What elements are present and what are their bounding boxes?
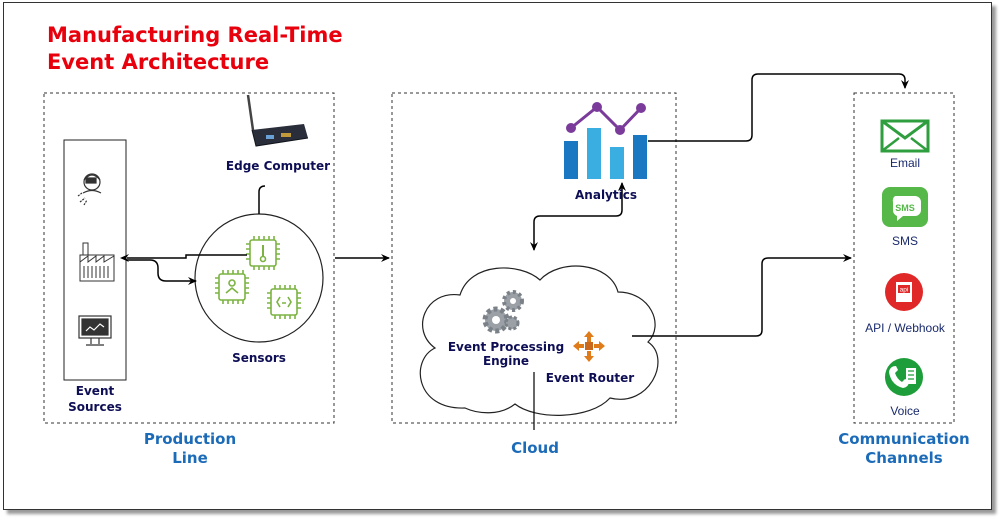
event-router-icon — [573, 331, 605, 362]
event-processing-engine-label-line2: Engine — [482, 354, 530, 368]
event-processing-engine-label: Event Processing Engine — [441, 340, 571, 368]
connector-sources-sensors — [120, 254, 247, 262]
sms-badge-text: SMS — [895, 203, 915, 213]
analytics-label: Analytics — [575, 188, 637, 202]
communication-channels-label-line2: Channels — [865, 449, 943, 467]
production-line-label: Production Line — [120, 430, 260, 468]
gears-icon — [482, 290, 524, 334]
communication-channels-label: Communication Channels — [826, 430, 982, 468]
factory-icon — [79, 242, 115, 282]
diagram-title: Manufacturing Real-Time Event Architectu… — [47, 22, 343, 76]
temperature-chip-icon — [246, 236, 280, 270]
connector-analytics-to-engine — [530, 185, 623, 251]
event-sources-label: Event Sources — [60, 383, 130, 415]
communication-channels-label-line1: Communication — [838, 430, 970, 448]
channel-api-label: API / Webhook — [865, 321, 945, 335]
communication-channels-group — [853, 92, 955, 424]
sensors-circle — [194, 213, 324, 343]
channel-voice-label: Voice — [890, 404, 920, 418]
connector-router-to-channels — [632, 254, 852, 337]
cloud-shape — [419, 265, 659, 416]
connector-analytics-to-email — [648, 73, 909, 142]
production-line-label-line2: Line — [172, 449, 208, 467]
event-processing-engine-label-line1: Event Processing — [447, 340, 565, 354]
location-chip-icon — [215, 270, 249, 304]
edge-computer-label: Edge Computer — [225, 159, 331, 173]
connector-sensors-to-sources — [127, 259, 197, 285]
production-line-group — [43, 92, 335, 424]
production-line-label-line1: Production — [143, 430, 237, 448]
event-sources-label-line2: Sources — [68, 400, 122, 414]
analytics-icon — [564, 102, 647, 179]
phone-icon — [885, 358, 923, 396]
sms-icon: SMS — [882, 187, 928, 227]
channel-sms-label: SMS — [891, 234, 918, 248]
event-sources-label-line1: Event — [75, 384, 115, 398]
code-chip-icon — [267, 285, 301, 319]
email-icon — [880, 119, 930, 153]
event-router-label: Event Router — [545, 371, 635, 385]
api-badge-text: api — [900, 287, 909, 294]
cloud-label: Cloud — [511, 439, 559, 457]
diagram-title-line2: Event Architecture — [47, 50, 270, 74]
channel-email-label: Email — [889, 156, 920, 170]
computer-icon — [78, 315, 112, 346]
sensors-label: Sensors — [232, 351, 286, 365]
edge-computer-icon — [246, 94, 309, 147]
worker-icon — [77, 173, 102, 206]
diagram-frame — [3, 2, 992, 510]
diagram-title-line1: Manufacturing Real-Time — [47, 23, 343, 47]
connector-edge-to-sensors — [258, 185, 266, 214]
api-icon: api — [885, 273, 923, 311]
